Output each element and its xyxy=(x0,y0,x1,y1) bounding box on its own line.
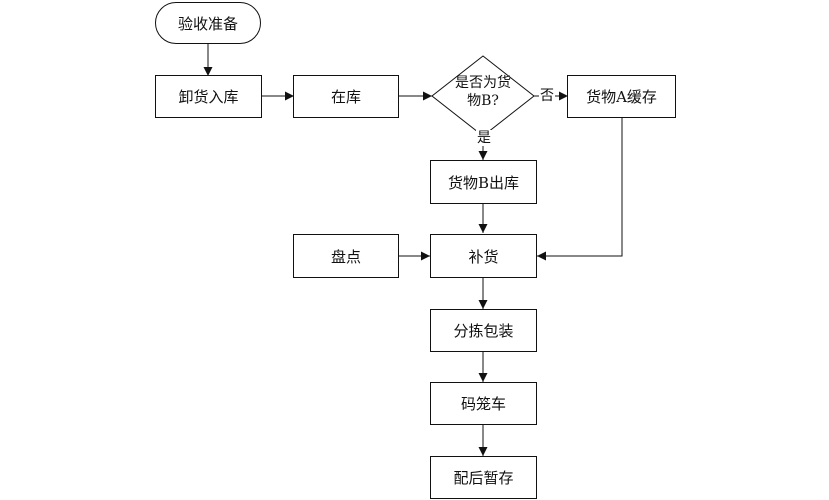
edge-label-yes: 是 xyxy=(476,130,492,146)
arrow-cache-a-to-replenish xyxy=(537,118,623,261)
replenish-node: 补货 xyxy=(430,234,537,278)
start-node: 验收准备 xyxy=(155,2,261,44)
sort-pack-node: 分拣包装 xyxy=(430,309,537,352)
unload-node: 卸货入库 xyxy=(155,75,262,118)
stage-node: 配后暂存 xyxy=(430,456,537,499)
decision-label-line1: 是否为货 xyxy=(455,75,511,91)
inventory-node: 盘点 xyxy=(293,234,399,278)
decision-label: 是否为货 物B? xyxy=(433,74,533,110)
stack-cage-node: 码笼车 xyxy=(430,382,537,425)
out-b-node: 货物B出库 xyxy=(430,160,537,204)
decision-label-line2: 物B? xyxy=(467,93,499,109)
in-stock-node: 在库 xyxy=(293,75,399,118)
cache-a-node: 货物A缓存 xyxy=(567,75,676,118)
edge-label-no: 否 xyxy=(539,88,555,104)
